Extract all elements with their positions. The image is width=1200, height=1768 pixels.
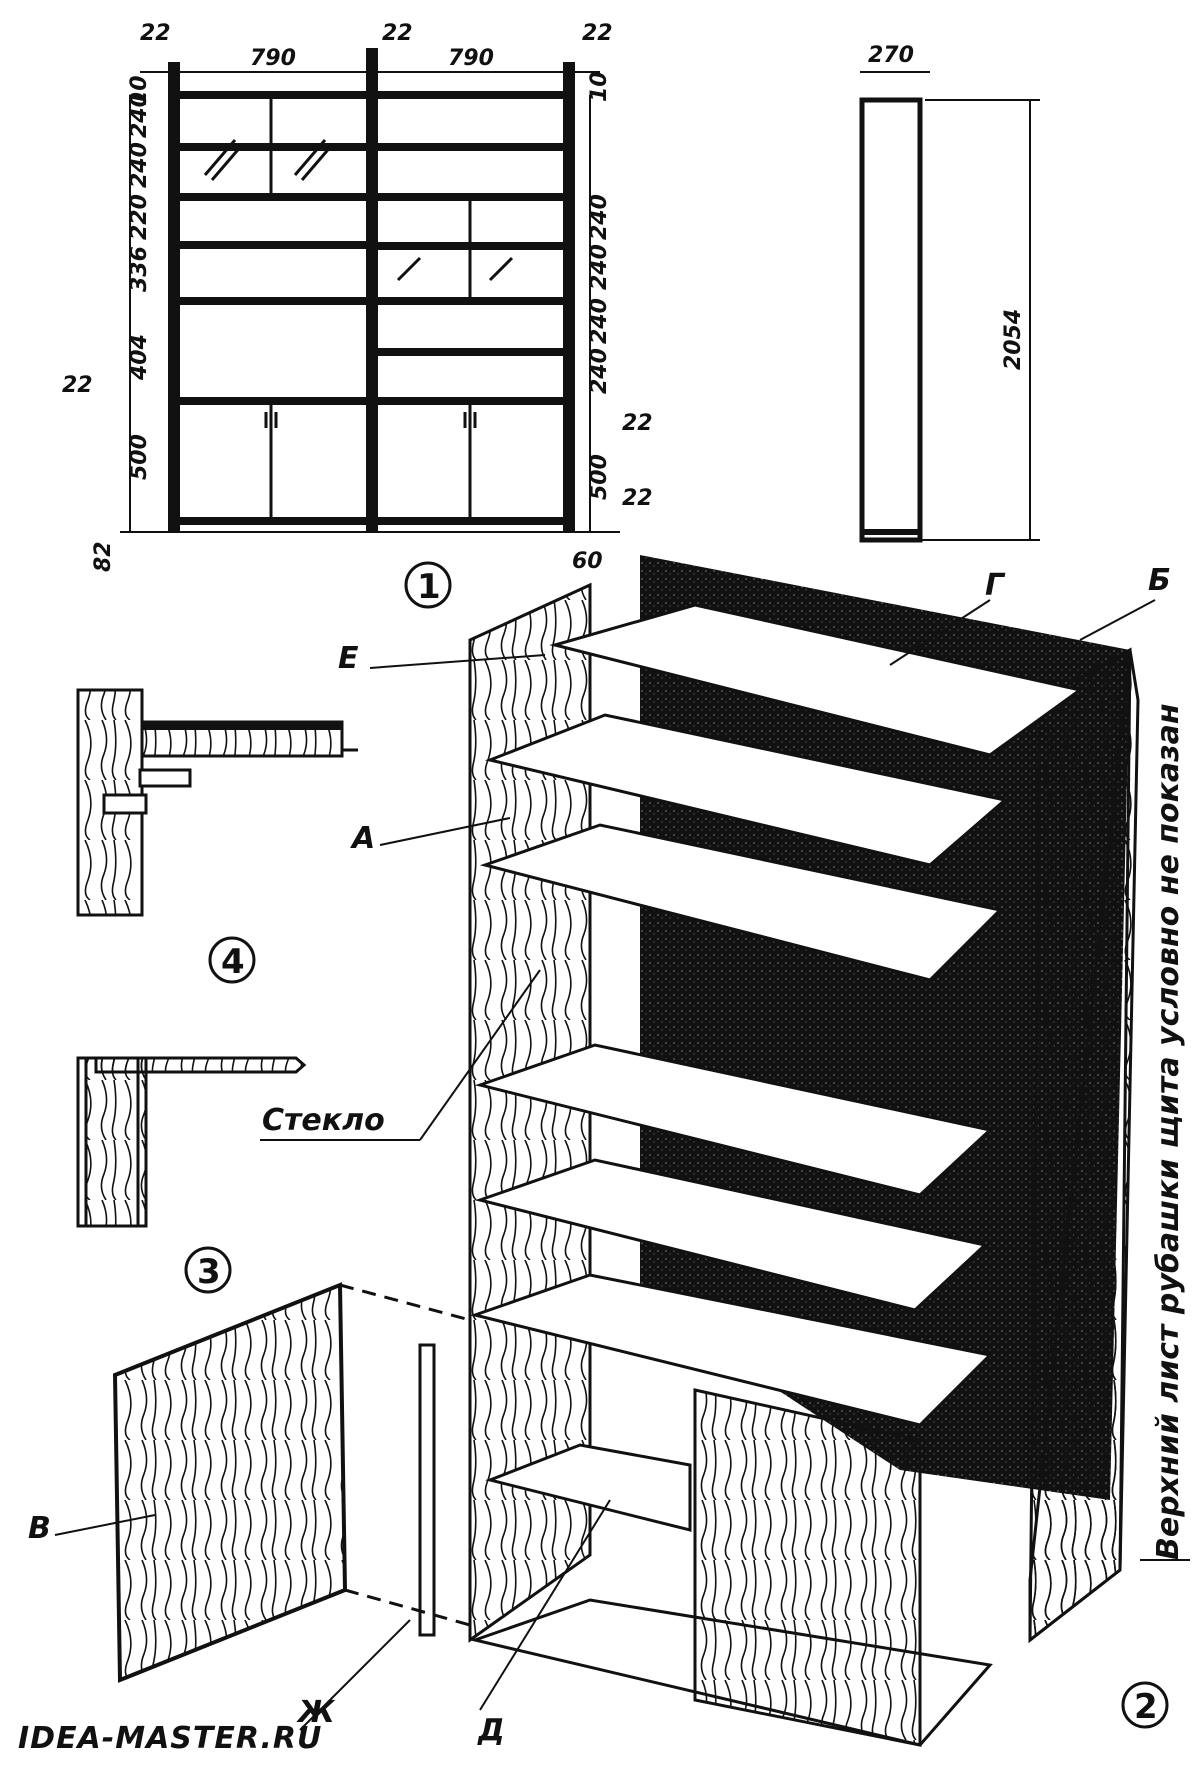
fig3-number: 3	[197, 1252, 221, 1292]
dim-right-22-a: 22	[622, 411, 653, 436]
fig4-number: 4	[221, 942, 245, 982]
dim-top-22-right: 22	[582, 21, 613, 46]
side-view-panel	[859, 97, 923, 543]
detached-door-v	[112, 1282, 348, 1683]
dim-side-2054: 2054	[1001, 309, 1026, 370]
dim-left-500: 500	[127, 434, 152, 480]
fig2-leader-lines	[54, 599, 1190, 1731]
dim-right-22-b: 22	[622, 486, 653, 511]
fig3-edge-detail: 3	[76, 1056, 307, 1294]
dim-right-240-c: 240	[587, 298, 612, 344]
fig2-number: 2	[1134, 1687, 1158, 1727]
dim-left-10: 10	[127, 75, 152, 106]
dim-right-240-a: 240	[587, 194, 612, 240]
fig1-lower-doors	[264, 405, 477, 518]
dim-left-404: 404	[127, 334, 152, 381]
dim-top-790-left: 790	[250, 46, 296, 71]
fig1-number-circle	[404, 561, 452, 609]
fig1-side-elevation: 270 2054	[859, 43, 1026, 543]
label-glass: Стекло	[262, 1103, 385, 1138]
right-lower-door	[693, 1388, 922, 1747]
label-d: Д	[477, 1713, 505, 1748]
fig1-number: 1	[417, 567, 441, 607]
watermark: IDEA-MASTER.RU	[18, 1721, 322, 1756]
label-g: Г	[985, 568, 1006, 603]
dim-top-790-right: 790	[448, 46, 494, 71]
label-b: Б	[1148, 563, 1171, 598]
dim-right-60: 60	[572, 549, 603, 574]
dim-left-336: 336	[127, 246, 152, 292]
middle-side-panel	[366, 48, 378, 532]
fig1-shelves	[168, 91, 575, 525]
fig3-number-circle	[184, 1246, 232, 1294]
dim-top-22-left: 22	[140, 21, 171, 46]
fig4-joint-detail: 4	[76, 688, 358, 984]
fig1-glass-doors	[203, 97, 514, 298]
dim-right-240-b: 240	[587, 244, 612, 290]
dim-left-220: 220	[127, 194, 152, 240]
label-e: Е	[338, 641, 359, 676]
dim-left-82: 82	[91, 541, 116, 572]
side-note: Верхний лист рубашки щита условно не пок…	[1151, 703, 1186, 1560]
hinge-strip-zh	[418, 1343, 436, 1637]
dim-right-240-d: 240	[587, 348, 612, 394]
dim-left-240-b: 240	[127, 142, 152, 188]
dim-right-10: 10	[587, 71, 612, 102]
fig2-isometric-view: Г Б Е А Стекло В Ж Д Верхний лист рубашк…	[28, 555, 1190, 1748]
fig1-front-elevation: 22 790 22 790 22 10 240 240 220 336 404 …	[62, 21, 1040, 609]
label-v: В	[28, 1511, 51, 1546]
dim-left-22: 22	[62, 373, 93, 398]
dim-left-240-a: 240	[127, 92, 152, 138]
fig2-shelves	[469, 603, 1084, 1747]
fig4-number-circle	[208, 936, 256, 984]
fig1-dimension-lines	[120, 71, 1040, 541]
label-a: А	[350, 821, 375, 856]
dim-side-270: 270	[868, 43, 914, 68]
label-zh: Ж	[296, 1695, 336, 1730]
dim-right-500: 500	[587, 454, 612, 500]
fig2-number-circle	[1121, 1681, 1169, 1729]
dim-top-22-mid: 22	[382, 21, 413, 46]
